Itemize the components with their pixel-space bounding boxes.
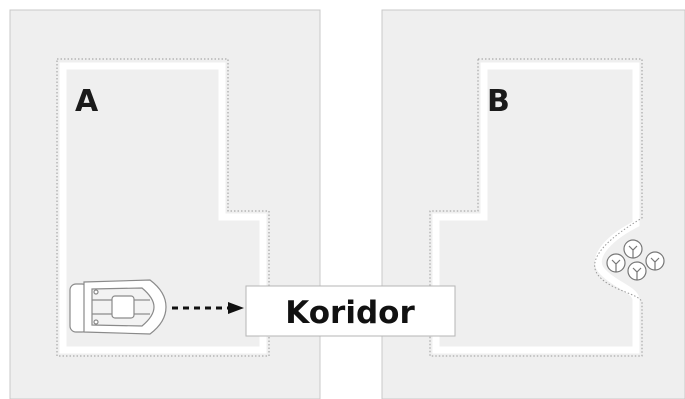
corridor-box xyxy=(245,285,456,337)
zone-b: B xyxy=(381,9,685,399)
tree-cluster-icon xyxy=(606,239,665,281)
zone-a-boundary-wire xyxy=(59,62,267,354)
zone-b-boundary-wire xyxy=(432,62,640,354)
zone-b-label: B xyxy=(487,84,510,119)
corridor: Koridor xyxy=(245,285,456,337)
robotic-mower-icon xyxy=(69,279,167,335)
corridor-label: Koridor xyxy=(285,295,415,331)
zone-a-dotted-edge xyxy=(56,58,270,357)
zone-a-label: A xyxy=(75,84,99,119)
dashed-arrow-icon xyxy=(172,302,244,314)
zone-a: A xyxy=(9,9,321,399)
